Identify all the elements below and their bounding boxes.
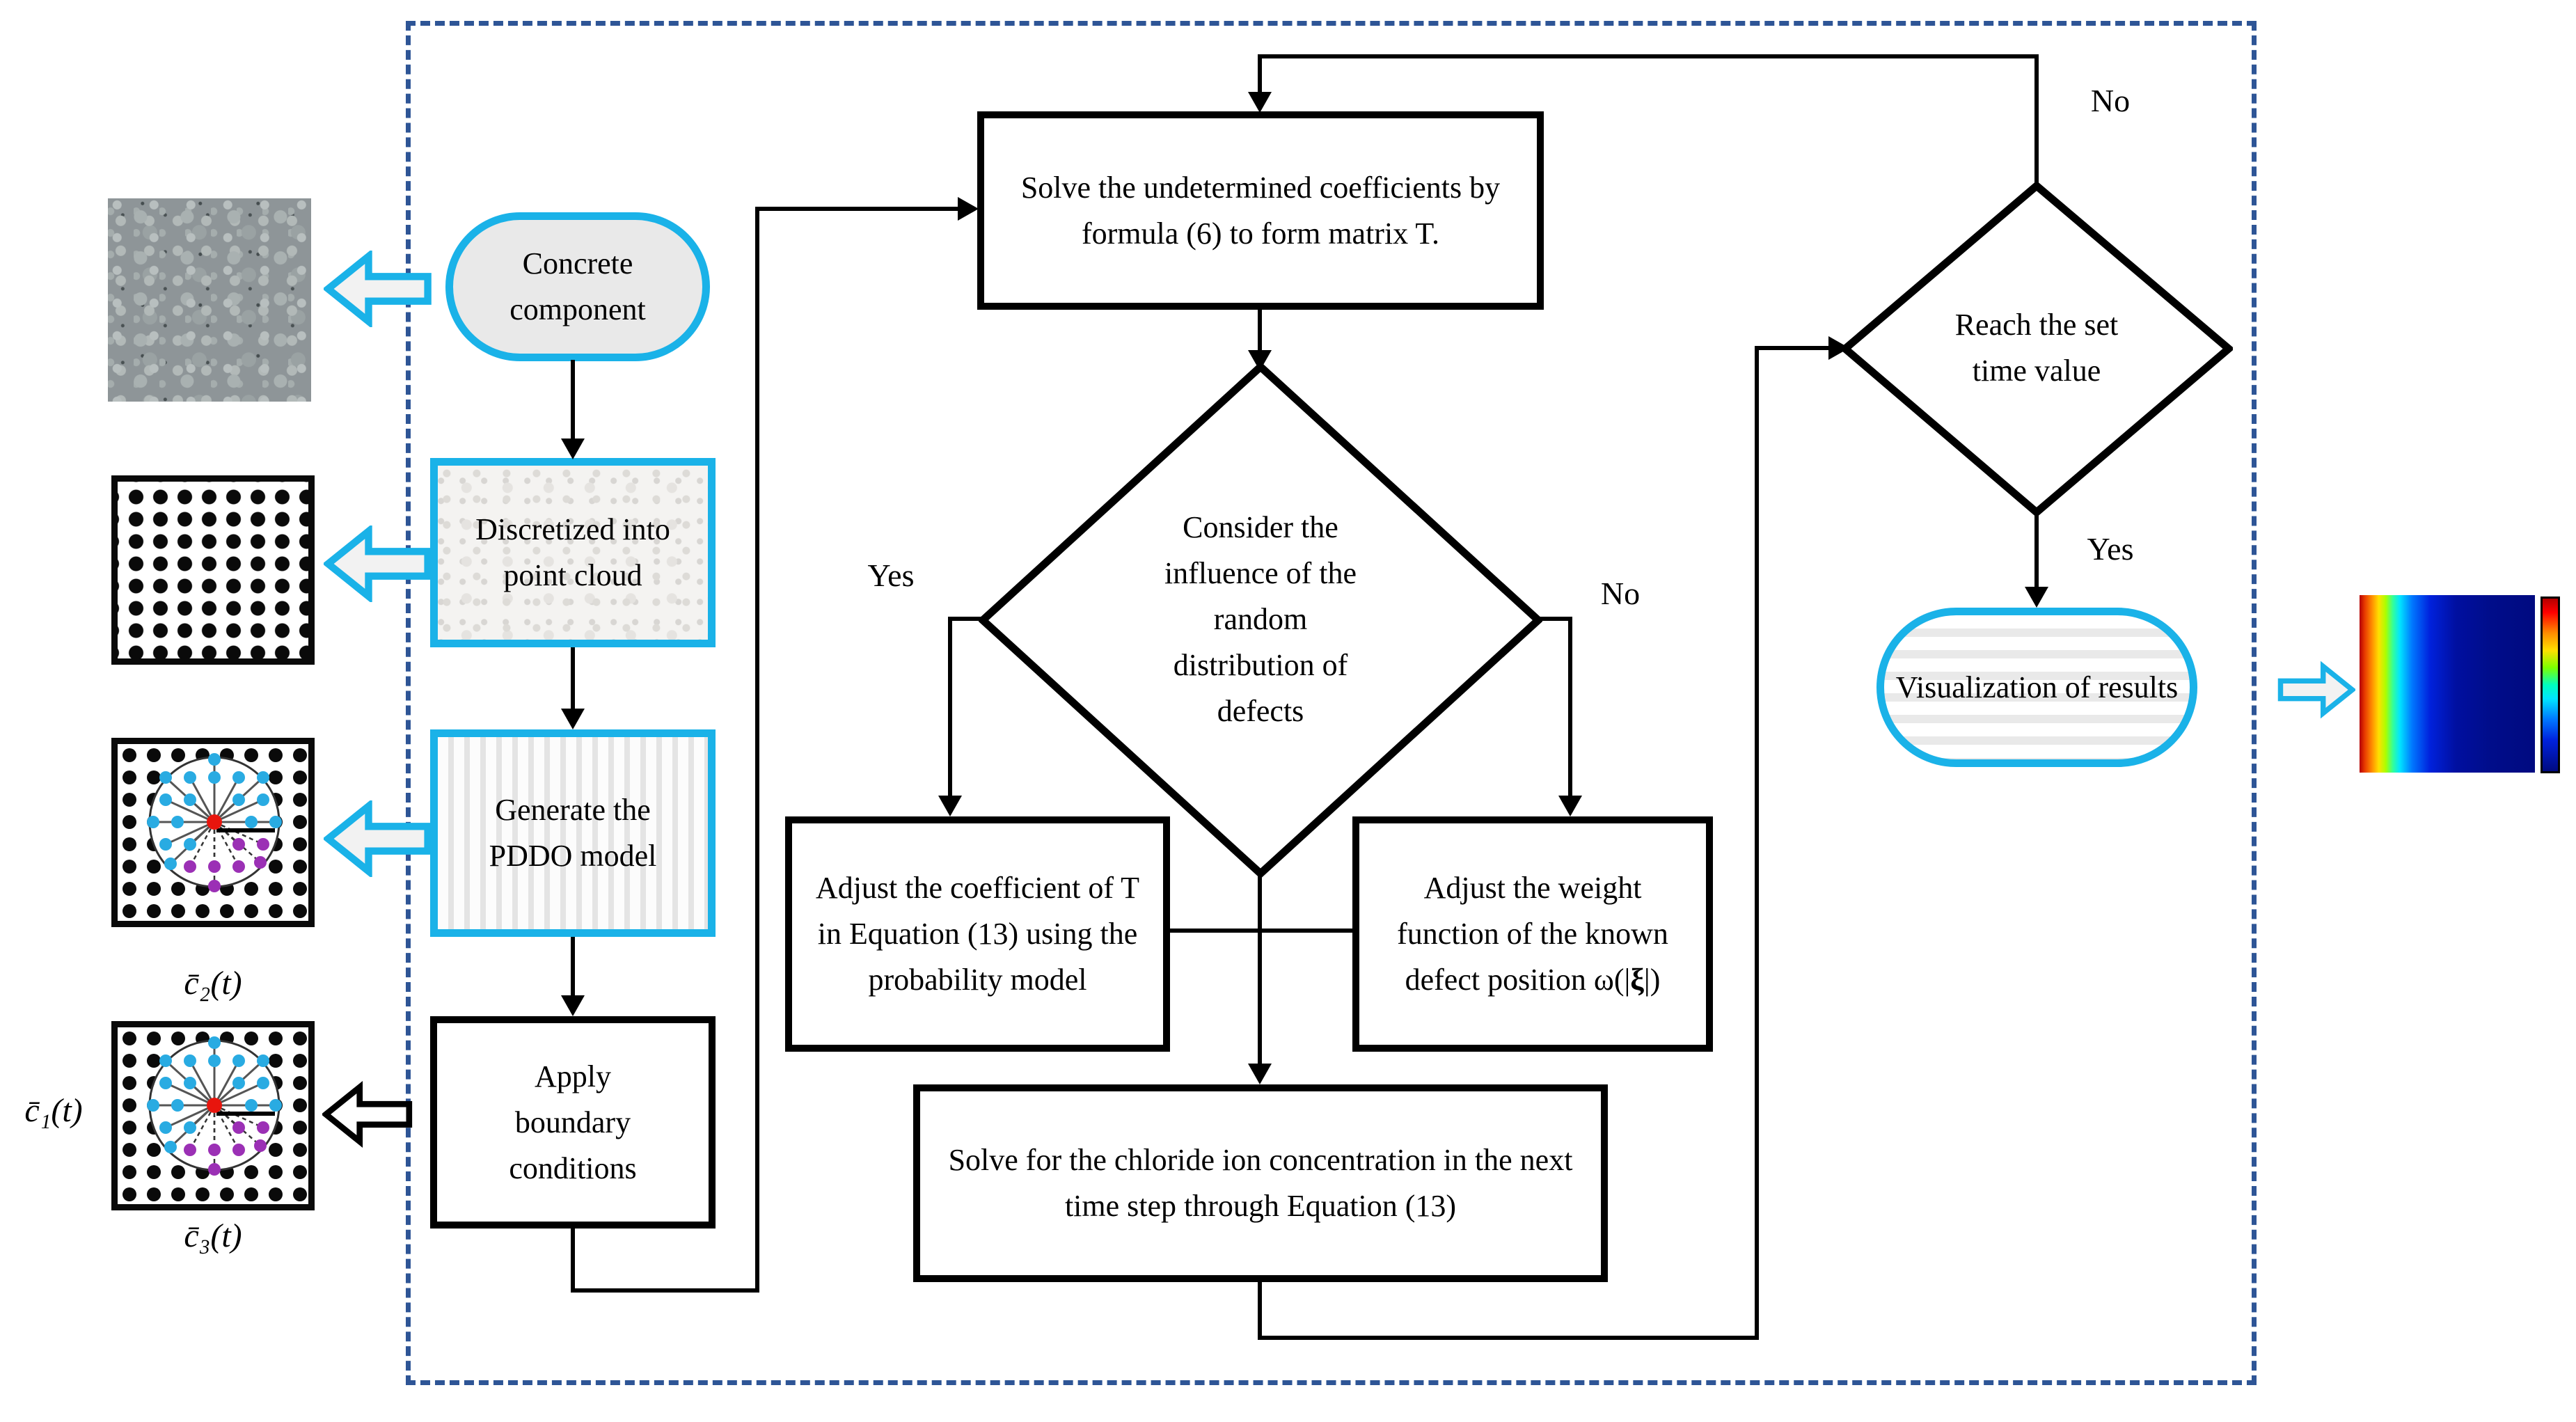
node-visualization-results: Visualization of results xyxy=(1876,608,2197,767)
colorbar xyxy=(2541,597,2560,773)
arrowhead-down-icon xyxy=(561,995,585,1016)
connector xyxy=(1568,617,1572,799)
connector xyxy=(571,360,575,442)
contour-result-image xyxy=(2360,595,2535,773)
decision-time-label: Reach the set time value xyxy=(1954,308,2119,388)
connector xyxy=(755,207,961,211)
label-defects-no: No xyxy=(1600,576,1641,611)
cyan-left-arrow-icon xyxy=(324,526,432,602)
boundary-label-c3: c̄₃(t) xyxy=(184,1217,242,1254)
node-solve-chloride-concentration: Solve for the chloride ion concentration… xyxy=(913,1084,1608,1282)
cyan-left-arrow-icon xyxy=(324,800,432,877)
connector xyxy=(1258,1336,1759,1340)
node-generate-pddo-model: Generate the PDDO model xyxy=(430,729,716,937)
arrowhead-down-icon xyxy=(2025,587,2048,608)
arrowhead-down-icon xyxy=(1558,796,1582,816)
adjust-weight-text: Adjust the weight function of the known … xyxy=(1397,871,1668,997)
arrowhead-down-icon xyxy=(561,439,585,459)
label-defects-yes: Yes xyxy=(867,558,915,593)
arrowhead-right-icon xyxy=(1828,336,1849,360)
arrowhead-down-icon xyxy=(1248,92,1272,113)
label-time-no: No xyxy=(2090,83,2131,118)
connector xyxy=(2034,54,2039,189)
dashed-frame xyxy=(406,21,2257,1385)
node-discretized-point-cloud: Discretized into point cloud xyxy=(430,458,716,647)
connector xyxy=(571,647,575,711)
node-solve-coefficients: Solve the undetermined coefficients by f… xyxy=(977,111,1544,310)
connector xyxy=(1258,1282,1262,1340)
connector xyxy=(1258,310,1262,354)
cyan-right-arrow-icon xyxy=(2277,661,2355,719)
connector xyxy=(571,1288,759,1293)
connector xyxy=(1258,54,2039,58)
connector xyxy=(1169,929,1352,933)
connector xyxy=(1755,346,1831,350)
node-apply-boundary-conditions: Apply boundary conditions xyxy=(430,1016,716,1229)
label-time-yes: Yes xyxy=(2087,531,2134,567)
black-left-arrow-icon xyxy=(322,1080,413,1148)
connector xyxy=(1258,871,1262,1068)
arrowhead-down-icon xyxy=(1248,1064,1272,1084)
xi-symbol: ξ xyxy=(1630,963,1644,997)
arrowhead-right-icon xyxy=(958,197,979,221)
connector xyxy=(755,207,759,1293)
arrowhead-down-icon xyxy=(1248,350,1272,371)
concrete-surface-image xyxy=(108,198,311,402)
arrowhead-down-icon xyxy=(938,796,962,816)
cyan-left-arrow-icon xyxy=(324,251,432,327)
connector xyxy=(948,617,952,799)
connector xyxy=(571,1229,575,1293)
boundary-label-c2: c̄₂(t) xyxy=(184,965,242,1002)
connector xyxy=(1258,54,1262,95)
node-adjust-coefficient: Adjust the coefficient of T in Equation … xyxy=(785,816,1170,1052)
omega-open: ω(| xyxy=(1593,963,1631,997)
omega-close: |) xyxy=(1643,963,1661,997)
point-cloud-image xyxy=(111,475,315,665)
arrowhead-down-icon xyxy=(561,709,585,729)
boundary-condition-image xyxy=(111,1021,315,1210)
boundary-label-c1: c̄₁(t) xyxy=(24,1092,83,1129)
connector xyxy=(1536,617,1572,621)
connector xyxy=(571,937,575,998)
node-concrete-component: Concrete component xyxy=(445,212,710,361)
connector xyxy=(2034,510,2039,590)
decision-defects-label: Consider the influence of the random dis… xyxy=(1164,510,1357,728)
connector xyxy=(1755,346,1759,1340)
connector xyxy=(948,617,987,621)
pddo-horizon-image xyxy=(111,738,315,927)
node-adjust-weight-function: Adjust the weight function of the known … xyxy=(1352,816,1713,1052)
